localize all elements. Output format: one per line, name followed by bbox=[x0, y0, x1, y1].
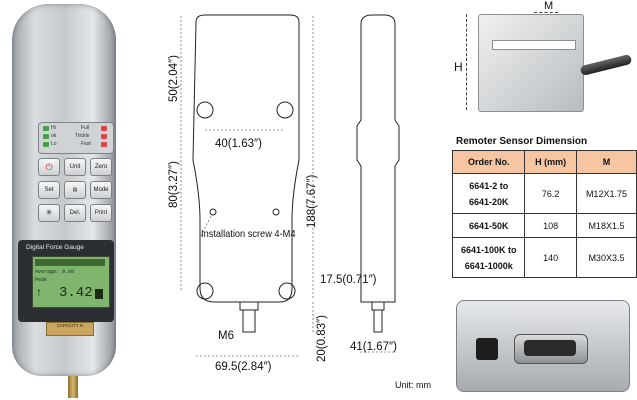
lcd-unit-marker bbox=[95, 289, 103, 299]
led-fast bbox=[101, 142, 107, 147]
led-full bbox=[101, 126, 107, 131]
lcd-average-line: Average: 0.00 bbox=[35, 269, 75, 275]
mount-hole-bottom-left bbox=[196, 282, 214, 300]
led-hi bbox=[43, 126, 49, 131]
delete-button[interactable]: Del. bbox=[64, 204, 86, 222]
h-cell: 76.2 bbox=[524, 173, 577, 214]
sensor-block bbox=[478, 14, 584, 112]
mount-hole-bottom-right bbox=[278, 282, 296, 300]
order-cell: 6641-2 to 6641-20K bbox=[451, 173, 526, 214]
lcd-status-bar bbox=[35, 259, 105, 266]
force-gauge-photo: Hi ok Lo Full Trickle Fast ⏻ Unit Zero S… bbox=[4, 4, 122, 398]
table-row: 6641-50K 108 M18X1.5 bbox=[451, 213, 637, 238]
led-indicator-panel: Hi ok Lo Full Trickle Fast bbox=[38, 122, 114, 154]
dim-neck-length: 20(0.83″) bbox=[316, 315, 328, 362]
table-row: 6641-100K to 6641-1000k 140 M30X3.5 bbox=[451, 237, 637, 278]
table-row: 6641-2 to 6641-20K 76.2 M12X1.75 bbox=[451, 173, 637, 214]
table-title: Remoter Sensor Dimension bbox=[456, 136, 588, 147]
sensor-cable bbox=[579, 53, 633, 77]
order-line-a: 6641-100K to bbox=[460, 244, 517, 255]
zero-button[interactable]: Zero bbox=[90, 158, 112, 176]
led-lo bbox=[43, 142, 49, 147]
screw-note: Installation screw 4-M4 bbox=[201, 228, 296, 240]
measuring-hook bbox=[68, 376, 78, 398]
order-line-b: 6641-20K bbox=[468, 196, 509, 207]
mode-button[interactable]: Mode bbox=[90, 181, 112, 199]
side-view-outline bbox=[356, 14, 400, 303]
order-line-a: 6641-2 to bbox=[469, 180, 509, 191]
m-cell: M30X3.5 bbox=[575, 237, 637, 278]
sensor-h-dim-line bbox=[466, 14, 468, 110]
led-label-hi: Hi bbox=[51, 125, 56, 131]
sensor-h-label: H bbox=[454, 60, 463, 74]
dim-hole-spacing: 40(1.63″) bbox=[215, 138, 262, 150]
memory-button[interactable]: ▤ bbox=[64, 181, 86, 199]
h-cell: 108 bbox=[524, 213, 577, 238]
side-neck bbox=[371, 301, 385, 311]
dim-mid-height: 80(3.27″) bbox=[168, 161, 180, 208]
capacity-unit: N bbox=[80, 323, 84, 328]
print-button[interactable]: Print bbox=[90, 204, 112, 222]
dc-jack bbox=[476, 338, 498, 360]
order-line-b: 6641-1000k bbox=[464, 260, 513, 271]
backlight-button[interactable]: ✳ bbox=[38, 204, 60, 222]
order-cell: 6641-100K to 6641-1000k bbox=[451, 237, 526, 278]
unit-note: Unit: mm bbox=[395, 380, 431, 390]
dim-side-width: 41(1.67″) bbox=[350, 341, 397, 353]
up-arrow-icon: ↑ bbox=[36, 285, 42, 299]
connector-box-photo bbox=[452, 296, 634, 396]
lcd-peak-line: Peak bbox=[35, 277, 48, 283]
order-cell: 6641-50K bbox=[451, 213, 526, 238]
front-view-outline bbox=[192, 14, 300, 303]
set-button[interactable]: Set bbox=[38, 181, 60, 199]
capacity-label: CAPACITY bbox=[56, 323, 79, 328]
m-cell: M18X1.5 bbox=[575, 213, 637, 238]
remote-sensor-photo: M H bbox=[452, 0, 633, 128]
led-trickle bbox=[101, 134, 107, 139]
h-cell: 140 bbox=[524, 237, 577, 278]
header-order-no: Order No. bbox=[451, 150, 526, 174]
led-label-ok: ok bbox=[51, 133, 57, 139]
dim-top-height: 50(2.04″) bbox=[168, 55, 180, 102]
sensor-dimension-table: Order No. H (mm) M 6641-2 to 6641-20K 76… bbox=[451, 150, 637, 278]
dim-total-height: 188(7.67″) bbox=[306, 174, 318, 228]
front-thread bbox=[242, 309, 256, 333]
dim-thread: M6 bbox=[218, 330, 234, 342]
display-title: Digital Force Gauge bbox=[26, 244, 84, 251]
sensor-m-dim-line bbox=[534, 12, 558, 14]
lcd-screen: Average: 0.00 Peak ↑ 3.42 bbox=[32, 256, 110, 308]
led-label-full: Full bbox=[81, 125, 90, 131]
keypad: ⏻ Unit Zero Set ▤ Mode ✳ Del. Print bbox=[36, 154, 116, 234]
led-label-trickle: Trickle bbox=[75, 133, 90, 139]
dim-width: 69.5(2.84″) bbox=[215, 361, 272, 373]
sensor-m-label: M bbox=[544, 0, 554, 12]
sensor-slot bbox=[492, 40, 576, 50]
unit-button[interactable]: Unit bbox=[64, 158, 86, 176]
side-thread bbox=[373, 309, 383, 333]
table-header-row: Order No. H (mm) M bbox=[451, 150, 637, 174]
screw-leader-line bbox=[200, 213, 213, 237]
lcd-reading: 3.42 bbox=[59, 285, 93, 301]
capacity-plate: CAPACITY N bbox=[46, 322, 94, 336]
led-label-lo: Lo bbox=[51, 141, 57, 147]
mount-hole-top-left bbox=[196, 101, 214, 119]
screw-hole-right bbox=[272, 208, 280, 216]
header-m: M bbox=[575, 150, 637, 174]
m-cell: M12X1.75 bbox=[575, 173, 637, 214]
led-ok bbox=[43, 134, 49, 139]
screw-hole-left bbox=[209, 208, 217, 216]
mount-hole-top-right bbox=[276, 101, 294, 119]
dim-bottom-offset: 17.5(0.71″) bbox=[320, 274, 377, 286]
header-h: H (mm) bbox=[524, 150, 577, 174]
led-label-fast: Fast bbox=[81, 141, 91, 147]
serial-port-pins bbox=[524, 340, 576, 356]
front-neck bbox=[239, 301, 259, 311]
power-button[interactable]: ⏻ bbox=[38, 158, 60, 176]
